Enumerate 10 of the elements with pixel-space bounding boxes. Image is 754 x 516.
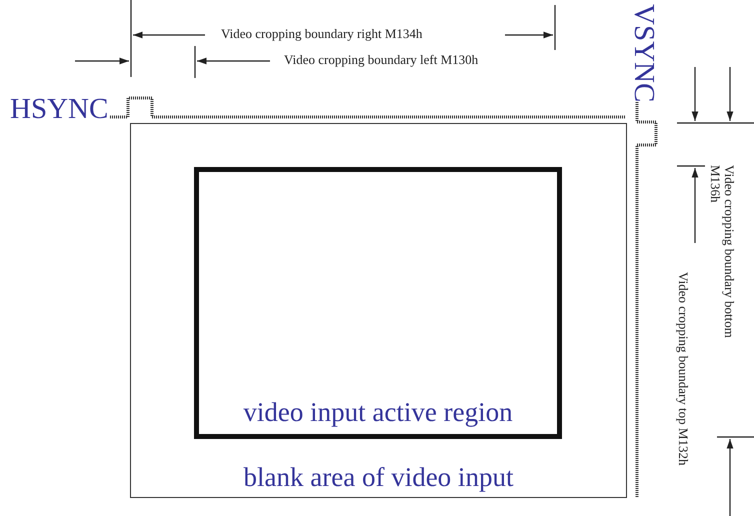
- outer-frame: [130, 123, 627, 498]
- signal-name: HSYNC: [10, 95, 108, 124]
- active-region-frame: [194, 167, 562, 439]
- dimension-label: Video cropping boundary left M130h: [284, 53, 480, 67]
- signal-name: VSYNC: [629, 4, 658, 102]
- dimension-label: Video cropping boundary bottom M136h: [708, 165, 736, 340]
- dimension-label: Video cropping boundary right M134h: [221, 27, 424, 41]
- region-label: blank area of video input: [242, 462, 514, 493]
- dimension-label: Video cropping boundary top M132h: [676, 272, 690, 468]
- region-label: video input active region: [242, 397, 514, 428]
